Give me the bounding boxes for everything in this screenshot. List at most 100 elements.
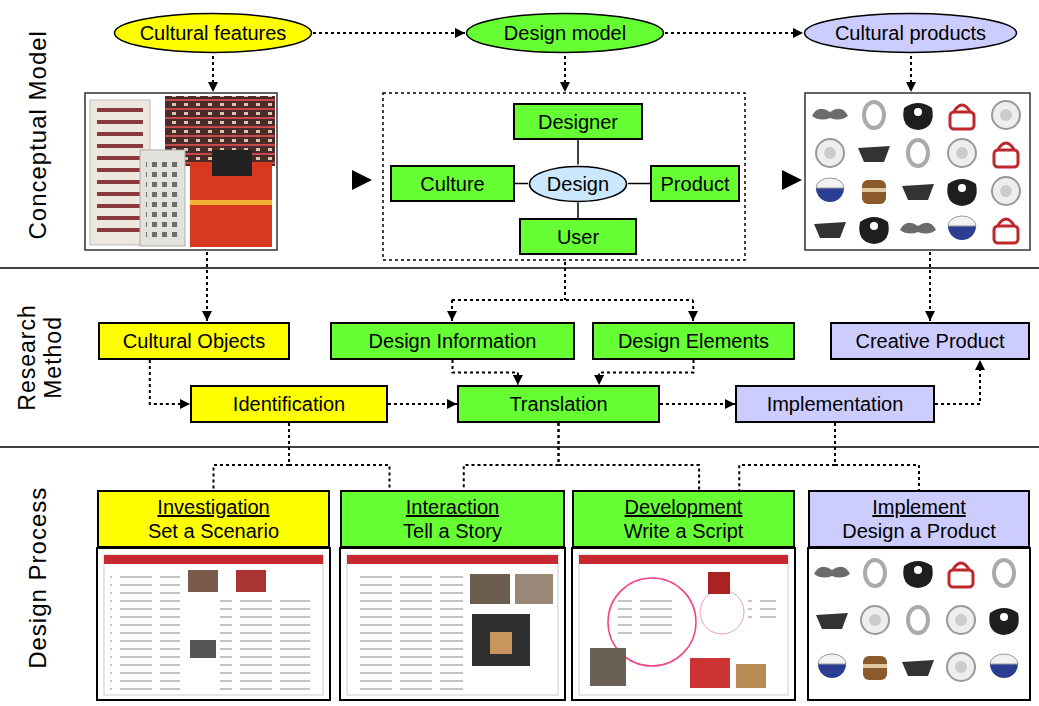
product-icon — [859, 217, 888, 244]
slide-text-block — [353, 572, 463, 690]
node-label: Culture — [420, 172, 484, 196]
connector — [577, 140, 579, 165]
connector — [835, 423, 919, 490]
flow-triangle — [782, 170, 802, 190]
section-label: Conceptual Model — [24, 10, 52, 260]
image-panel — [805, 93, 1030, 250]
slide-header-bar — [347, 555, 558, 564]
product-icon — [902, 184, 934, 200]
product-icon — [814, 222, 846, 238]
stage-box: InvestigationSet a Scenario — [97, 490, 330, 548]
ellipse-node: Design — [528, 165, 628, 203]
dotted-arrow — [564, 56, 566, 92]
slide-header-bar — [579, 555, 788, 564]
stage-box: InteractionTell a Story — [340, 490, 565, 548]
connector — [660, 403, 735, 405]
product-icon — [948, 139, 976, 167]
connector — [150, 360, 190, 404]
product-icon — [947, 179, 976, 206]
connector — [515, 183, 528, 185]
dotted-line — [452, 299, 693, 301]
textile-tunic — [97, 108, 143, 236]
connector — [453, 360, 518, 385]
product-icon — [994, 560, 1014, 586]
node-label: Design Elements — [618, 329, 769, 353]
ellipse-shape — [115, 14, 312, 53]
stage-box: ImplementDesign a Product — [808, 490, 1030, 548]
product-icon — [865, 560, 885, 586]
process-box: Identification — [190, 385, 388, 423]
section-label: Research Method — [14, 292, 67, 422]
process-box: Creative Product — [830, 322, 1030, 360]
dotted-arrow — [910, 56, 912, 92]
ellipse-node: Cultural features — [113, 12, 313, 54]
image-frame — [340, 548, 565, 700]
connector — [665, 32, 803, 34]
product-icon — [949, 563, 973, 587]
stage-heading: Interaction — [406, 495, 499, 519]
connector — [388, 403, 457, 405]
section-divider — [0, 446, 1039, 448]
stage-box: DevelopmentWrite a Script — [572, 490, 795, 548]
connector — [464, 423, 559, 490]
node-label: User — [557, 225, 599, 249]
dotted-arrow — [692, 300, 694, 321]
process-box: Design Elements — [592, 322, 795, 360]
dotted-arrow — [212, 56, 214, 92]
model-frame — [383, 93, 745, 260]
stage-subtitle: Design a Product — [842, 519, 995, 543]
dotted-line — [564, 262, 566, 300]
product-icon — [994, 219, 1018, 243]
node-label: Designer — [538, 110, 618, 134]
process-box: Product — [650, 165, 740, 202]
ellipse-shape — [467, 14, 664, 53]
slide-header-bar — [104, 555, 323, 564]
image-frame — [97, 548, 330, 700]
node-label: Product — [661, 172, 730, 196]
section-divider — [0, 267, 1039, 269]
slide-text-block — [618, 600, 678, 634]
slide-text-block — [220, 600, 310, 690]
ellipse-shape — [530, 166, 627, 201]
process-box: Implementation — [735, 385, 935, 423]
product-icon — [861, 606, 889, 634]
connector — [214, 423, 290, 490]
product-icon — [812, 109, 848, 120]
product-icon — [864, 102, 884, 128]
product-icon — [950, 105, 974, 129]
connector — [289, 423, 390, 490]
connector — [577, 203, 579, 219]
node-label: Translation — [509, 392, 607, 416]
product-icon — [908, 140, 928, 166]
slide-diagram-circle — [700, 590, 744, 634]
connector — [313, 32, 465, 34]
connector — [599, 360, 693, 385]
stage-subtitle: Tell a Story — [403, 519, 502, 543]
process-box: Cultural Objects — [98, 322, 290, 360]
node-label: Implementation — [767, 392, 904, 416]
stage-heading: Development — [625, 495, 743, 519]
process-box: Translation — [457, 385, 660, 423]
slide-photo — [590, 648, 626, 686]
product-icon — [818, 654, 846, 678]
product-icon — [900, 223, 936, 234]
textile-jacket — [212, 150, 252, 176]
stage-heading: Implement — [872, 495, 965, 519]
product-icon — [902, 660, 934, 676]
dotted-arrow — [929, 252, 931, 321]
dotted-arrow — [206, 252, 208, 321]
ellipse-node: Design model — [465, 12, 665, 54]
product-icon — [947, 653, 975, 681]
product-icon — [863, 656, 887, 680]
product-icon — [908, 607, 928, 633]
slide-thumbnail — [347, 555, 558, 695]
product-grid — [814, 560, 1019, 681]
slide-photo — [236, 570, 266, 592]
product-icon — [948, 216, 976, 240]
process-box: User — [519, 218, 637, 255]
node-label: Cultural Objects — [123, 329, 265, 353]
connector — [559, 423, 700, 490]
product-icon — [994, 143, 1018, 167]
product-icon — [989, 608, 1018, 635]
